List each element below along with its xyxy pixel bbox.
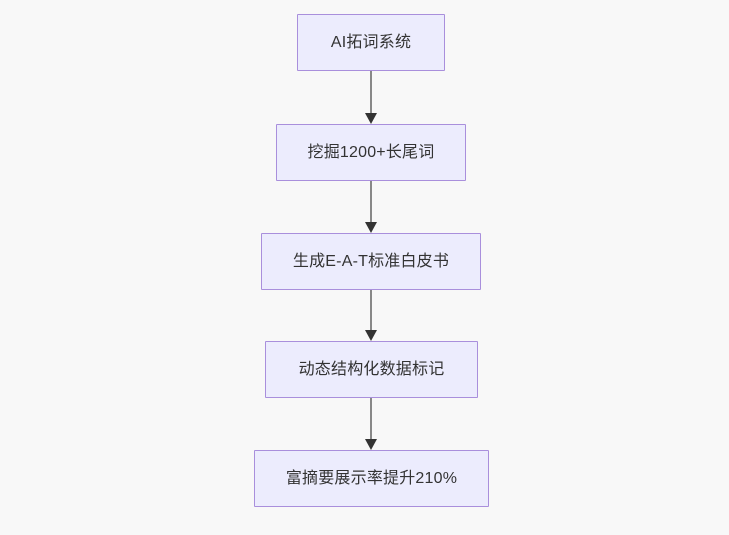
flow-node-ai-keyword-system[interactable]: AI拓词系统 xyxy=(297,14,445,71)
arrowhead-icon xyxy=(365,222,377,233)
arrowhead-icon xyxy=(365,439,377,450)
edge-node4-to-node5 xyxy=(365,398,377,450)
flow-node-label: 富摘要展示率提升210% xyxy=(285,469,458,487)
arrowhead-icon xyxy=(365,113,377,124)
flow-node-structured-data-markup[interactable]: 动态结构化数据标记 xyxy=(265,341,478,398)
flow-node-longtail-keywords[interactable]: 挖掘1200+长尾词 xyxy=(276,124,466,181)
flow-node-eat-whitepaper[interactable]: 生成E-A-T标准白皮书 xyxy=(261,233,481,290)
flow-node-label: AI拓词系统 xyxy=(330,33,412,51)
arrowhead-icon xyxy=(365,330,377,341)
edge-node3-to-node4 xyxy=(365,290,377,341)
flow-node-label: 生成E-A-T标准白皮书 xyxy=(292,252,450,270)
edge-node2-to-node3 xyxy=(365,181,377,233)
edge-node1-to-node2 xyxy=(365,71,377,124)
flow-node-rich-snippet-result[interactable]: 富摘要展示率提升210% xyxy=(254,450,489,507)
flow-node-label: 挖掘1200+长尾词 xyxy=(307,143,435,161)
flow-node-label: 动态结构化数据标记 xyxy=(298,360,445,378)
